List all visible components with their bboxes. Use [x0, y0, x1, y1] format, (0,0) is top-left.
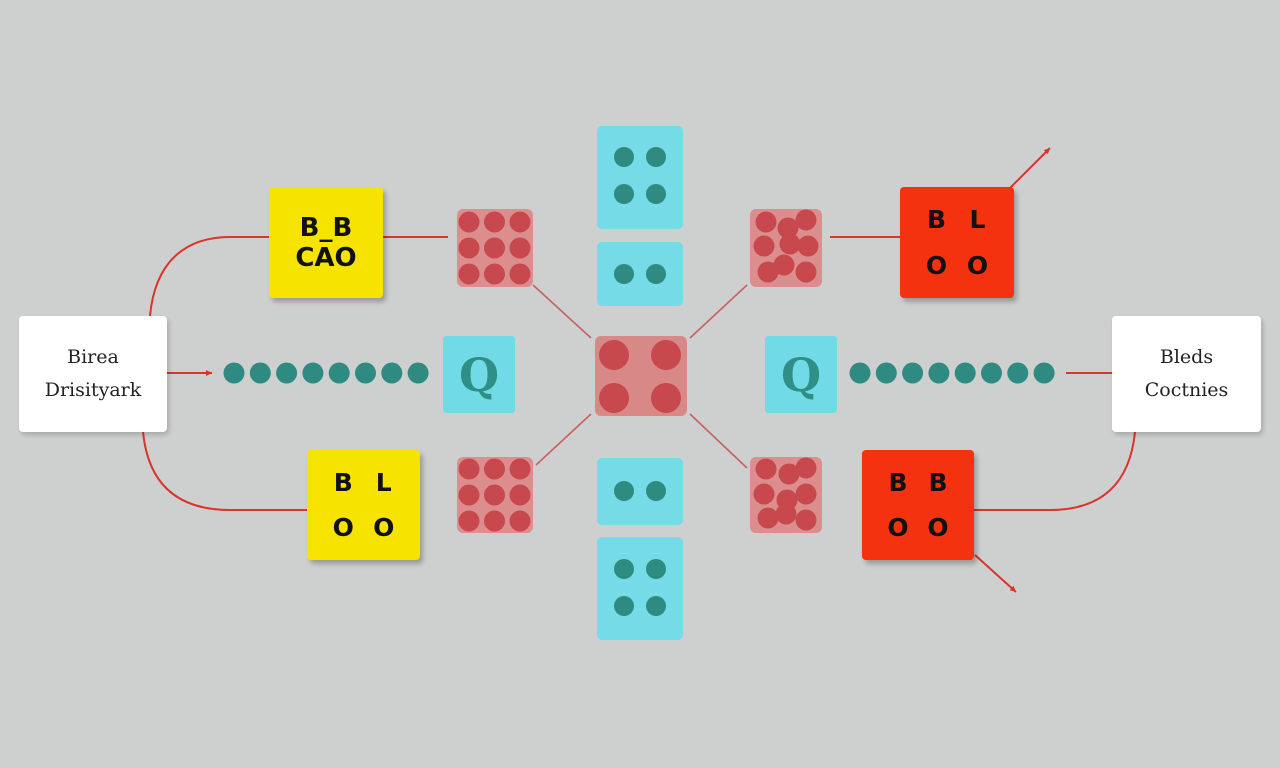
diag-bottom-left — [535, 413, 592, 466]
arrow-top-right — [1009, 147, 1051, 189]
dot-cluster-bottom-right[interactable] — [750, 457, 822, 533]
dot-grid-top-left[interactable] — [457, 209, 533, 287]
q-box-right[interactable]: Q — [765, 336, 837, 413]
block-bottom-left-cell: O — [332, 513, 354, 542]
left-card-line1: Birea — [67, 346, 119, 368]
block-bottom-left-cell: B — [333, 468, 353, 497]
connector-left-top — [149, 236, 270, 317]
left-label-card[interactable]: Birea Drisityark — [19, 316, 167, 432]
block-top-left[interactable]: B_B CAO — [269, 187, 383, 298]
block-bottom-left[interactable]: B L O O — [307, 450, 420, 560]
block-top-right-cell: O — [925, 250, 948, 280]
block-bottom-right-cell: O — [927, 513, 949, 542]
diag-top-right — [689, 284, 748, 339]
cyan-tile-top-large[interactable] — [597, 126, 683, 229]
cyan-tile-top-small[interactable] — [597, 242, 683, 306]
block-bottom-left-cell: L — [375, 468, 392, 497]
block-bottom-right-cell: B — [928, 468, 948, 497]
q-box-left[interactable]: Q — [443, 336, 515, 413]
connector-right-bottom — [974, 431, 1136, 511]
cyan-tile-bottom-large[interactable] — [597, 537, 683, 640]
right-card-line1: Bleds — [1159, 346, 1214, 368]
block-top-right[interactable]: B L O O — [900, 187, 1014, 298]
arrow-bottom-right — [974, 554, 1017, 593]
diag-top-left — [532, 284, 592, 339]
block-top-right-cell: O — [966, 250, 989, 280]
dot-grid-bottom-left[interactable] — [457, 457, 533, 533]
connector-left-bottom — [142, 431, 308, 511]
block-bottom-right[interactable]: B B O O — [862, 450, 974, 560]
block-top-left-line2: CAO — [295, 242, 357, 273]
center-hub-tile[interactable] — [595, 336, 687, 416]
block-bottom-left-cell: O — [373, 513, 395, 542]
block-top-right-cell: B — [926, 205, 947, 235]
diag-bottom-right — [689, 413, 748, 469]
block-top-right-cell: L — [969, 205, 986, 235]
block-bottom-right-cell: B — [888, 468, 908, 497]
left-card-line2: Drisityark — [44, 379, 142, 401]
dot-cluster-top-right[interactable] — [750, 209, 822, 287]
right-label-card[interactable]: Bleds Coctnies — [1112, 316, 1261, 432]
block-bottom-right-cell: O — [887, 513, 909, 542]
cyan-tile-bottom-small[interactable] — [597, 458, 683, 525]
right-card-line2: Coctnies — [1144, 379, 1229, 401]
block-top-left-line1: B_B — [299, 212, 353, 243]
